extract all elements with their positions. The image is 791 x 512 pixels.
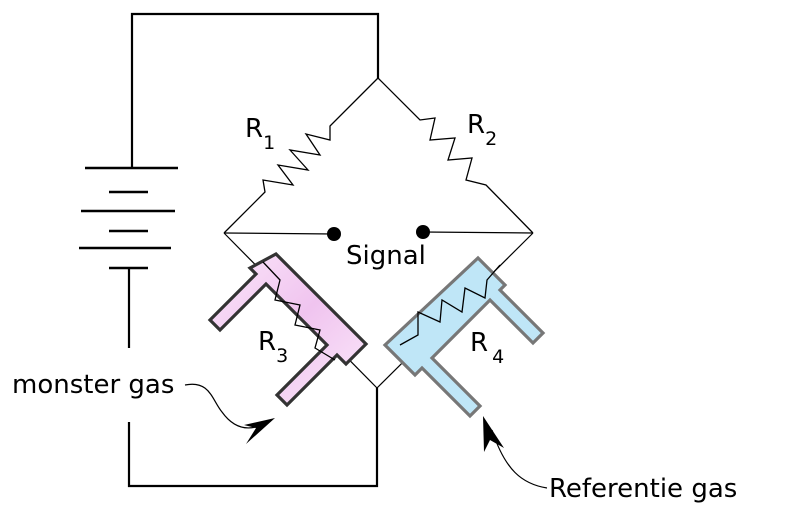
label-r1: R1 — [245, 114, 275, 154]
signal-terminal-left — [327, 227, 341, 241]
label-sample-gas: monster gas — [12, 370, 174, 400]
top-wire — [130, 12, 380, 168]
sample-gas-arrow — [184, 383, 275, 444]
label-r3: R3 — [258, 327, 288, 367]
sensor-r4 — [382, 255, 546, 419]
sensor-r3 — [207, 252, 369, 408]
signal-wire-left — [223, 232, 335, 235]
resistor-r2 — [377, 77, 534, 234]
label-r2: R2 — [467, 110, 497, 150]
label-reference-gas: Referentie gas — [549, 474, 737, 504]
label-signal: Signal — [346, 241, 426, 271]
signal-wire-right — [422, 231, 534, 234]
battery-icon — [79, 166, 178, 270]
reference-gas-arrow — [483, 416, 548, 489]
bottom-wire — [127, 388, 379, 488]
signal-terminal-right — [416, 225, 430, 239]
resistor-r1 — [223, 77, 379, 234]
